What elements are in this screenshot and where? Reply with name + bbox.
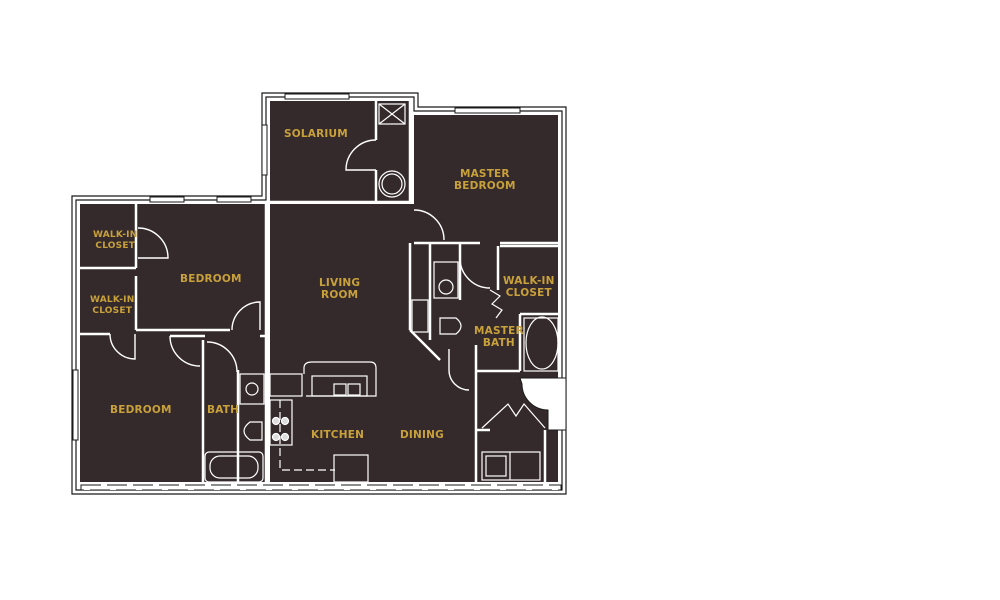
label-line: CLOSET	[95, 241, 136, 251]
entry-notch	[519, 377, 567, 431]
label-line: BEDROOM	[110, 404, 172, 416]
label-line: WALK-IN	[503, 275, 555, 287]
door-swings	[109, 139, 491, 391]
label-line: BEDROOM	[454, 180, 516, 192]
label-line: KITCHEN	[311, 429, 365, 441]
room-label-master-bath: MASTER BATH	[474, 325, 524, 349]
room-label-bedroom-1: BEDROOM	[180, 273, 242, 285]
floor-area	[80, 101, 558, 482]
label-line: CLOSET	[505, 287, 552, 299]
room-label-bath: BATH	[207, 404, 239, 416]
room-label-walk-in-closet-2: WALK-IN CLOSET	[90, 295, 134, 317]
label-line: CLOSET	[92, 306, 133, 316]
label-line: BEDROOM	[180, 273, 242, 285]
room-label-bedroom-2: BEDROOM	[110, 404, 172, 416]
label-line: MASTER	[459, 168, 510, 180]
label-line: BATH	[482, 337, 515, 349]
label-line: BATH	[207, 404, 240, 416]
room-label-kitchen: KITCHEN	[311, 429, 364, 441]
room-label-master-walk-in-closet: WALK-IN CLOSET	[503, 275, 555, 299]
label-line: MASTER	[474, 325, 524, 337]
label-line: DINING	[400, 429, 444, 441]
label-line: SOLARIUM	[284, 128, 348, 140]
fixtures	[204, 103, 559, 483]
room-label-living-room: LIVING ROOM	[319, 277, 360, 301]
label-line: WALK-IN	[90, 295, 135, 305]
room-label-dining: DINING	[400, 429, 444, 441]
room-label-master-bedroom: MASTER BEDROOM	[454, 168, 516, 192]
label-line: WALK-IN	[93, 230, 138, 240]
room-label-solarium: SOLARIUM	[284, 128, 348, 140]
label-line: ROOM	[321, 289, 359, 301]
room-label-walk-in-closet-1: WALK-IN CLOSET	[93, 230, 137, 252]
windows	[72, 93, 562, 491]
label-line: LIVING	[319, 277, 361, 289]
